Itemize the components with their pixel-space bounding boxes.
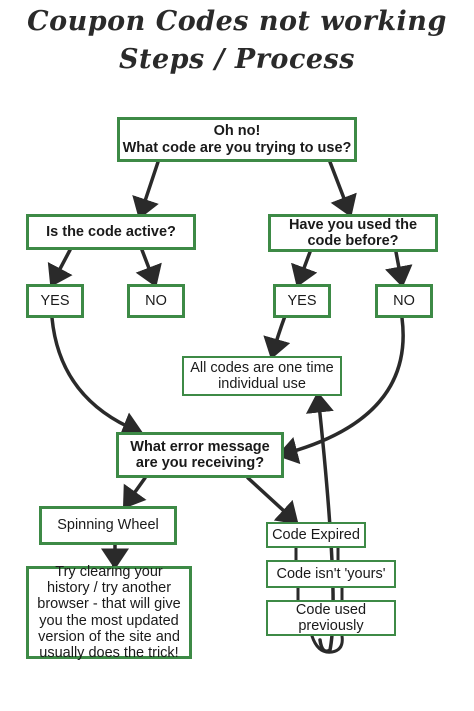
arrow-error-to-expired bbox=[246, 476, 299, 525]
try-clearing-node: Try clearing your history / try another … bbox=[26, 564, 192, 661]
arrow-start-to-active bbox=[132, 160, 160, 220]
arrow-yes-to-one-time bbox=[263, 314, 291, 360]
arrow-error-to-spinning bbox=[122, 476, 147, 509]
used-question-node: Have you used the code before? bbox=[268, 214, 438, 252]
arrow-no-to-error bbox=[276, 316, 405, 465]
arrow-active-yes-to-error bbox=[50, 316, 144, 439]
arrow-active-to-yes bbox=[47, 248, 73, 288]
arrow-used-to-yes bbox=[291, 250, 318, 288]
arrow-active-to-no bbox=[135, 248, 162, 288]
spinning-wheel-node: Spinning Wheel bbox=[39, 506, 177, 545]
diagram-title-line-2: Steps / Process bbox=[119, 44, 355, 75]
one-time-use-node: All codes are one time individual use bbox=[182, 356, 342, 396]
used-yes-node: YES bbox=[273, 284, 331, 318]
arrow-start-to-used bbox=[328, 160, 357, 218]
active-question-node: Is the code active? bbox=[26, 214, 196, 250]
loop-bottom bbox=[310, 634, 344, 654]
code-used-previously-node: Code used previously bbox=[266, 600, 396, 636]
diagram-title-line-1: Coupon Codes not working bbox=[27, 6, 447, 37]
active-no-node: NO bbox=[127, 284, 185, 318]
error-question-node: What error message are you receiving? bbox=[116, 432, 284, 478]
arrow-used-to-no bbox=[385, 250, 413, 288]
used-no-node: NO bbox=[375, 284, 433, 318]
start-node: Oh no! What code are you trying to use? bbox=[117, 117, 357, 162]
code-not-yours-node: Code isn't 'yours' bbox=[266, 560, 396, 588]
active-yes-node: YES bbox=[26, 284, 84, 318]
code-expired-node: Code Expired bbox=[266, 522, 366, 548]
